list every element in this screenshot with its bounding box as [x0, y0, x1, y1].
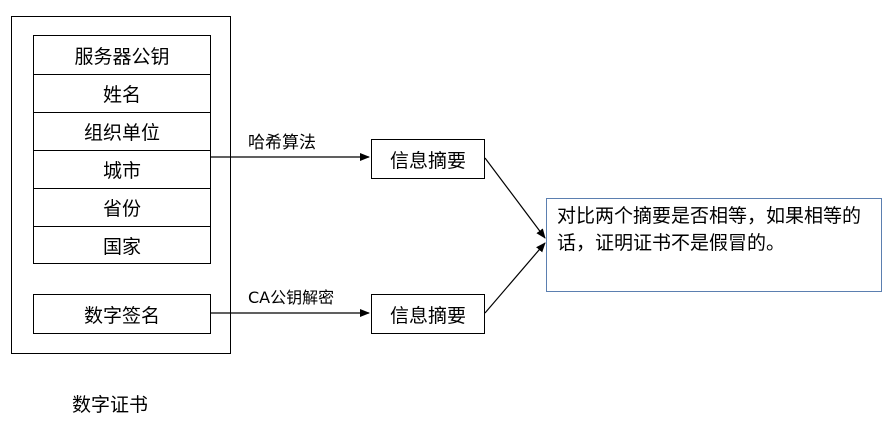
- certificate-caption: 数字证书: [72, 394, 149, 416]
- arrow-digest-bottom-to-result: [484, 242, 546, 314]
- comparison-result-box: 对比两个摘要是否相等，如果相等的话，证明证书不是假冒的。: [546, 198, 882, 292]
- field-country: 国家: [34, 226, 210, 264]
- certificate-field-list: 服务器公钥 姓名 组织单位 城市 省份 国家: [33, 35, 211, 264]
- digest-box-bottom: 信息摘要: [371, 294, 485, 334]
- hash-algorithm-label: 哈希算法: [248, 133, 316, 153]
- digest-box-top: 信息摘要: [371, 139, 485, 179]
- field-name: 姓名: [34, 74, 210, 112]
- ca-decrypt-label: CA公钥解密: [248, 288, 335, 307]
- field-city: 城市: [34, 150, 210, 188]
- digital-signature-box: 数字签名: [33, 294, 211, 334]
- field-organization-unit: 组织单位: [34, 112, 210, 150]
- certificate-outer-box: [11, 16, 231, 354]
- field-province: 省份: [34, 188, 210, 226]
- arrow-digest-top-to-result: [484, 157, 546, 239]
- field-server-public-key: 服务器公钥: [74, 45, 170, 68]
